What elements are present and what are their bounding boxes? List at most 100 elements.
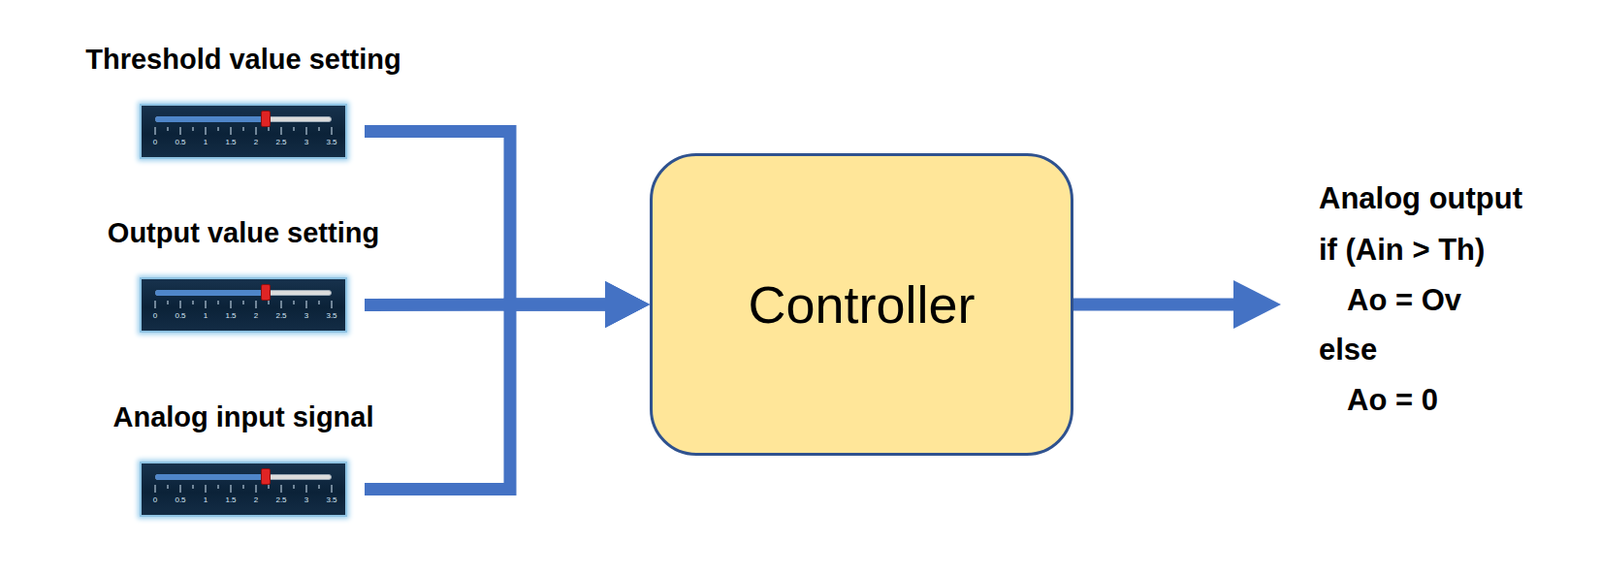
tick-label: 1 xyxy=(203,311,208,320)
slider-control: Analog input signal00.511.522.533.5 xyxy=(139,461,348,517)
slider-heading: Output value setting xyxy=(107,215,380,251)
minor-tick xyxy=(192,484,194,489)
tick-label: 3.5 xyxy=(325,137,337,147)
tick xyxy=(155,127,157,135)
tick xyxy=(256,300,257,309)
tick-label: 0 xyxy=(153,495,158,505)
slider-fill xyxy=(155,474,266,480)
slider-knob xyxy=(260,110,271,128)
arrowhead xyxy=(605,281,650,328)
tick xyxy=(155,484,157,493)
tick xyxy=(306,127,308,135)
connector-line xyxy=(364,304,609,490)
tick xyxy=(306,300,308,309)
tick-label: 3.5 xyxy=(325,311,337,320)
output-rule-text: Ao = 0 xyxy=(1346,381,1439,420)
tick xyxy=(331,300,333,309)
tick xyxy=(180,300,182,309)
merge-connector xyxy=(364,281,650,490)
tick-marks xyxy=(141,105,346,145)
minor-tick xyxy=(167,484,169,489)
tick-marks xyxy=(141,279,346,319)
tick-label: 0.5 xyxy=(174,495,186,505)
tick-marks xyxy=(141,463,346,503)
arrowhead xyxy=(605,281,650,328)
tick xyxy=(205,484,207,493)
arrowhead xyxy=(605,281,650,328)
tick-label: 3 xyxy=(304,137,309,147)
minor-tick xyxy=(268,484,270,489)
tick xyxy=(155,300,157,309)
tick-label: 2 xyxy=(254,137,258,147)
minor-tick xyxy=(268,127,270,131)
output-rule-text: else xyxy=(1318,330,1377,370)
tick xyxy=(230,127,232,135)
tick-label: 2.5 xyxy=(275,311,287,320)
tick xyxy=(205,127,207,135)
controller-box: Controller xyxy=(649,153,1074,456)
minor-tick xyxy=(293,484,295,489)
tick-label: 0 xyxy=(153,137,158,147)
minor-tick xyxy=(167,300,169,305)
tick-label: 1 xyxy=(203,137,208,147)
minor-tick xyxy=(319,300,320,305)
tick xyxy=(205,300,207,309)
connector-line xyxy=(364,131,609,306)
tick xyxy=(256,127,257,135)
output-line xyxy=(1073,298,1238,312)
minor-tick xyxy=(293,300,295,305)
minor-tick xyxy=(293,127,295,131)
tick xyxy=(306,484,308,493)
minor-tick xyxy=(243,484,245,489)
tick-label: 1.5 xyxy=(224,311,236,320)
slider-fill xyxy=(155,116,266,123)
minor-tick xyxy=(218,127,220,131)
slider-knob xyxy=(260,284,271,301)
minor-tick xyxy=(192,127,194,131)
tick-label: 2 xyxy=(254,311,258,320)
tick xyxy=(180,127,182,135)
slider-heading: Analog input signal xyxy=(112,399,374,435)
tick xyxy=(256,484,257,493)
tick xyxy=(230,484,232,493)
minor-tick xyxy=(319,127,320,131)
tick-label: 3.5 xyxy=(325,495,337,505)
tick-label: 0 xyxy=(153,311,158,320)
tick-label: 2.5 xyxy=(275,137,287,147)
tick-label: 3 xyxy=(304,495,309,505)
slider-fill xyxy=(155,289,266,296)
tick-label: 1 xyxy=(203,495,208,505)
minor-tick xyxy=(192,300,194,305)
output-rule-text: Ao = Ov xyxy=(1346,281,1462,320)
output-rule-text: Analog output xyxy=(1318,179,1523,219)
minor-tick xyxy=(218,300,220,305)
tick-label: 3 xyxy=(304,311,309,320)
tick-label: 0.5 xyxy=(174,311,186,320)
minor-tick xyxy=(268,300,270,305)
minor-tick xyxy=(218,484,220,489)
slider-control: Output value setting00.511.522.533.5 xyxy=(139,277,348,333)
tick-label: 1.5 xyxy=(224,495,236,505)
tick-label: 2.5 xyxy=(275,495,287,505)
tick xyxy=(331,484,333,493)
minor-tick xyxy=(243,127,245,131)
tick-label: 1.5 xyxy=(224,137,236,147)
tick xyxy=(180,484,182,493)
minor-tick xyxy=(243,300,245,305)
output-arrowhead xyxy=(1233,280,1281,329)
minor-tick xyxy=(167,127,169,131)
tick-label: 2 xyxy=(254,495,258,505)
slider-knob xyxy=(260,468,271,485)
controller-label: Controller xyxy=(747,274,975,335)
output-arrow xyxy=(1073,280,1281,329)
slider-heading: Threshold value setting xyxy=(85,41,402,77)
tick xyxy=(281,300,283,309)
tick xyxy=(281,484,283,493)
tick xyxy=(331,127,333,135)
tick-label: 0.5 xyxy=(174,137,186,147)
tick xyxy=(281,127,283,135)
tick xyxy=(230,300,232,309)
output-rule-text: if (Ain > Th) xyxy=(1318,230,1485,270)
slider-control: Threshold value setting00.511.522.533.5 xyxy=(139,103,348,160)
